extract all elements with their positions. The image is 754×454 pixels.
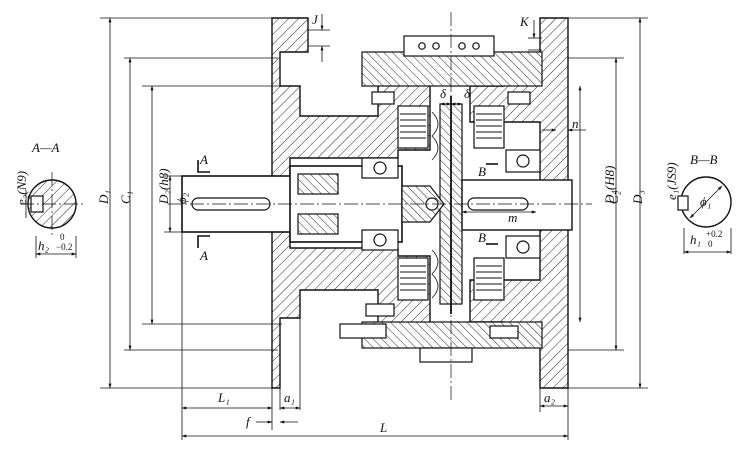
keyway-b-depth-upper: +0.2	[706, 229, 722, 239]
dim-c2: C₂	[606, 190, 621, 204]
section-a-title: A—A	[31, 140, 60, 155]
coil-lower-right	[473, 257, 505, 301]
coil-upper-right	[473, 105, 505, 149]
top-cap	[361, 51, 543, 87]
keyway-a-depth-label: h₂	[38, 238, 50, 253]
section-a-a: A—A e₂(N9) h₂ 0 −0.2	[14, 140, 84, 258]
bottom-dimensions: L₁ a₁ f a₂ L	[181, 232, 569, 440]
dim-d3: D₃	[630, 190, 645, 205]
dim-phi2: ϕ₂	[174, 192, 189, 204]
dim-a2: a₂	[544, 390, 556, 405]
dim-delta-right: δ	[464, 86, 471, 101]
spring-lower	[431, 249, 439, 299]
right-dimensions: D₄(H8) C₂ D₃ B B m n	[461, 17, 648, 389]
dim-d1: D₁	[96, 190, 111, 205]
dim-m: m	[508, 210, 517, 225]
bolt-lower-middle	[339, 323, 387, 339]
keyway-b	[677, 195, 689, 211]
dim-delta-left: δ	[440, 86, 447, 101]
dim-c1: C₁	[118, 191, 133, 204]
shaft-hub-keyway	[297, 173, 339, 195]
section-b-b: B—B e₁(JS9) ϕ₁ h₁ +0.2 0	[664, 152, 732, 254]
dim-l1: L₁	[217, 390, 230, 405]
dim-j: J	[312, 12, 319, 27]
bolt-lower-right	[489, 325, 519, 339]
keyway-a-width-label: e₂(N9)	[14, 171, 29, 205]
section-b-title: B—B	[690, 152, 718, 167]
section-mark-b-top: B	[478, 164, 486, 179]
keyway-a-depth-lower: −0.2	[56, 242, 72, 252]
section-mark-a-bottom: A	[199, 248, 208, 263]
top-dimensions: J K δ δ	[308, 12, 542, 106]
keyway-b-depth-lower: 0	[708, 239, 713, 249]
terminal-block	[403, 35, 495, 57]
keyway-a-depth-upper: 0	[60, 232, 65, 242]
bolt-lower-left	[365, 303, 395, 317]
dim-a1: a₁	[284, 390, 295, 405]
left-dimensions: D₁ C₁ D₂(h8) ϕ₂ A A	[96, 17, 282, 389]
main-assembly	[168, 12, 592, 400]
keyway-b-width-label: e₁(JS9)	[664, 162, 679, 200]
bottom-bolt-block	[419, 347, 473, 363]
coil-upper-left	[397, 105, 429, 149]
section-mark-a-top: A	[199, 152, 208, 167]
dim-l: L	[379, 420, 387, 435]
dim-f: f	[246, 414, 252, 429]
dim-n: n	[572, 116, 579, 131]
keyway-b-depth-label: h₁	[690, 232, 701, 247]
coil-lower-left	[397, 257, 429, 301]
spring-upper	[431, 111, 439, 161]
bore-b-dia-label: ϕ₁	[700, 194, 711, 209]
dim-d2: D₂(h8)	[156, 168, 171, 205]
bolt-upper-left	[371, 91, 395, 105]
dim-d4: D₄(H8)	[602, 166, 617, 205]
section-mark-b-bottom: B	[478, 230, 486, 245]
dim-k: K	[519, 14, 530, 29]
bolt-upper-right	[507, 91, 531, 105]
